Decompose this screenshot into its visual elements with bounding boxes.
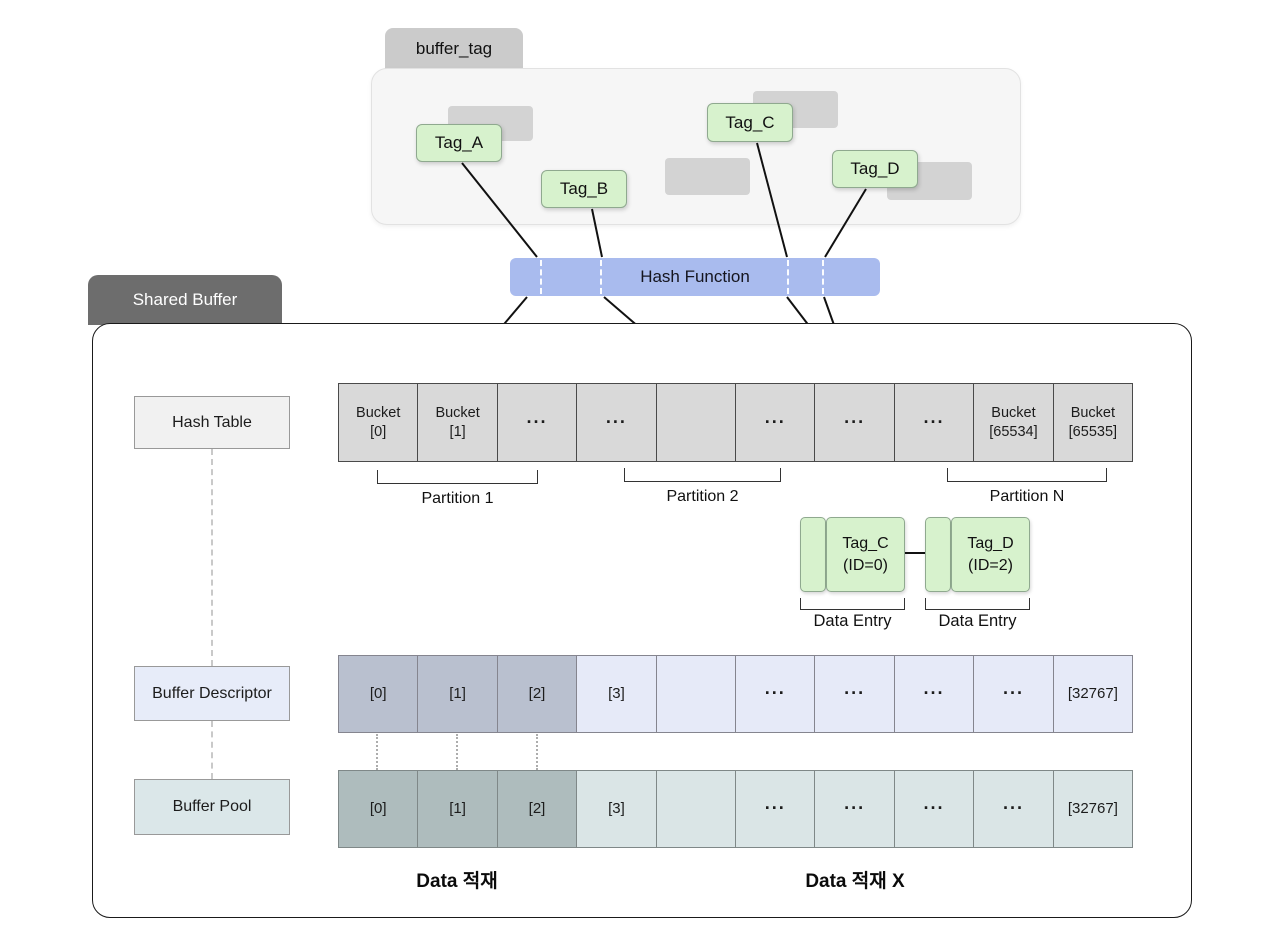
caption-data-not-loaded: Data 적재 X: [805, 871, 905, 892]
tag-c-box: Tag_C: [707, 103, 793, 142]
partition-2-label: Partition 2: [666, 488, 739, 505]
data-entry-2-tag: Tag_D: [967, 534, 1014, 552]
pool-cell-0: [0]: [339, 771, 418, 847]
partition-n-bracket: [947, 468, 1107, 482]
hash-table-label-box: Hash Table: [134, 396, 290, 449]
tag-a-label: Tag_A: [434, 133, 484, 152]
tag-b-label: Tag_B: [559, 179, 609, 198]
descriptor-cell-2: [2]: [496, 656, 577, 732]
data-entry-2-id: (ID=2): [968, 556, 1013, 574]
entry-chain-link: [905, 552, 925, 554]
bucket-cell-4: [655, 384, 736, 461]
buffer-tag-tab: buffer_tag: [385, 28, 523, 69]
tag-d-label: Tag_D: [850, 159, 900, 178]
tag-c-label: Tag_C: [725, 112, 775, 132]
descriptor-cell-1: [1]: [417, 656, 497, 732]
buffer-descriptor-label-box: Buffer Descriptor: [134, 666, 290, 721]
data-entry-1-id: (ID=0): [843, 556, 888, 574]
partition-1-label: Partition 1: [421, 490, 494, 507]
data-entry-1-bracket: [800, 598, 905, 610]
pool-cell-8: ···: [973, 771, 1053, 847]
pool-cell-5: ···: [735, 771, 815, 847]
bucket-cell-2: ···: [496, 384, 577, 461]
pool-cell-3: [3]: [576, 771, 656, 847]
tag-a-box: Tag_A: [416, 124, 502, 162]
buffer-pool-label: Buffer Pool: [172, 798, 252, 815]
partition-2-bracket: [624, 468, 781, 482]
data-entry-1-tag: Tag_C: [842, 534, 889, 552]
data-entry-2-head: [925, 517, 951, 592]
descriptor-cell-6: ···: [814, 656, 894, 732]
hash-bar-divider: [600, 260, 602, 294]
dotted-link: [376, 734, 378, 770]
descriptor-cell-9: [32767]: [1052, 656, 1133, 732]
data-entry-2-caption: Data Entry: [938, 612, 1017, 630]
hash-bar-divider: [787, 260, 789, 294]
descriptor-cell-4: [655, 656, 736, 732]
partition-1-bracket: [377, 470, 538, 484]
bucket-cell-1: Bucket[1]: [417, 384, 497, 461]
buffer-pool-label-box: Buffer Pool: [134, 779, 290, 835]
ghost-box: [665, 158, 750, 195]
pool-cell-4: [655, 771, 736, 847]
data-entry-1-head: [800, 517, 826, 592]
descriptor-cell-5: ···: [735, 656, 815, 732]
dashed-connector: [211, 721, 213, 779]
buffer-descriptor-row: [0] [1] [2] [3] ··· ··· ··· ··· [32767]: [338, 655, 1133, 733]
bucket-cell-5: ···: [735, 384, 815, 461]
shared-buffer-tab: Shared Buffer: [88, 275, 282, 325]
descriptor-cell-3: [3]: [576, 656, 656, 732]
buffer-pool-row: [0] [1] [2] [3] ··· ··· ··· ··· [32767]: [338, 770, 1133, 848]
data-entry-2-bracket: [925, 598, 1030, 610]
dashed-connector: [211, 449, 213, 666]
partition-n-label: Partition N: [989, 488, 1065, 505]
buffer-tag-tab-label: buffer_tag: [415, 38, 493, 58]
hash-table-label: Hash Table: [172, 413, 252, 431]
descriptor-cell-8: ···: [973, 656, 1053, 732]
hash-bar-divider: [540, 260, 542, 294]
tag-b-box: Tag_B: [541, 170, 627, 208]
bucket-cell-9: Bucket[65535]: [1052, 384, 1133, 461]
hash-function-label: Hash Function: [640, 267, 750, 286]
descriptor-cell-0: [0]: [339, 656, 418, 732]
hash-bar-divider: [822, 260, 824, 294]
dotted-link: [456, 734, 458, 770]
dotted-link: [536, 734, 538, 770]
pool-cell-2: [2]: [496, 771, 577, 847]
pool-cell-7: ···: [893, 771, 974, 847]
data-entry-1-caption: Data Entry: [813, 612, 892, 630]
pool-cell-1: [1]: [417, 771, 497, 847]
shared-buffer-tab-label: Shared Buffer: [132, 290, 238, 309]
bucket-cell-6: ···: [814, 384, 894, 461]
pool-cell-6: ···: [814, 771, 894, 847]
caption-data-loaded: Data 적재: [416, 871, 498, 892]
bucket-cell-8: Bucket[65534]: [973, 384, 1053, 461]
hash-function-bar: Hash Function: [510, 258, 880, 296]
bucket-cell-3: ···: [576, 384, 656, 461]
bucket-cell-7: ···: [893, 384, 974, 461]
hash-table-row: Bucket[0] Bucket[1] ··· ··· ··· ··· ··· …: [338, 383, 1133, 462]
data-entry-2-body: Tag_D (ID=2): [951, 517, 1030, 592]
pool-cell-9: [32767]: [1052, 771, 1133, 847]
descriptor-cell-7: ···: [893, 656, 974, 732]
data-entry-1-body: Tag_C (ID=0): [826, 517, 905, 592]
buffer-descriptor-label: Buffer Descriptor: [152, 684, 272, 702]
bucket-cell-0: Bucket[0]: [339, 384, 418, 461]
tag-d-box: Tag_D: [832, 150, 918, 188]
